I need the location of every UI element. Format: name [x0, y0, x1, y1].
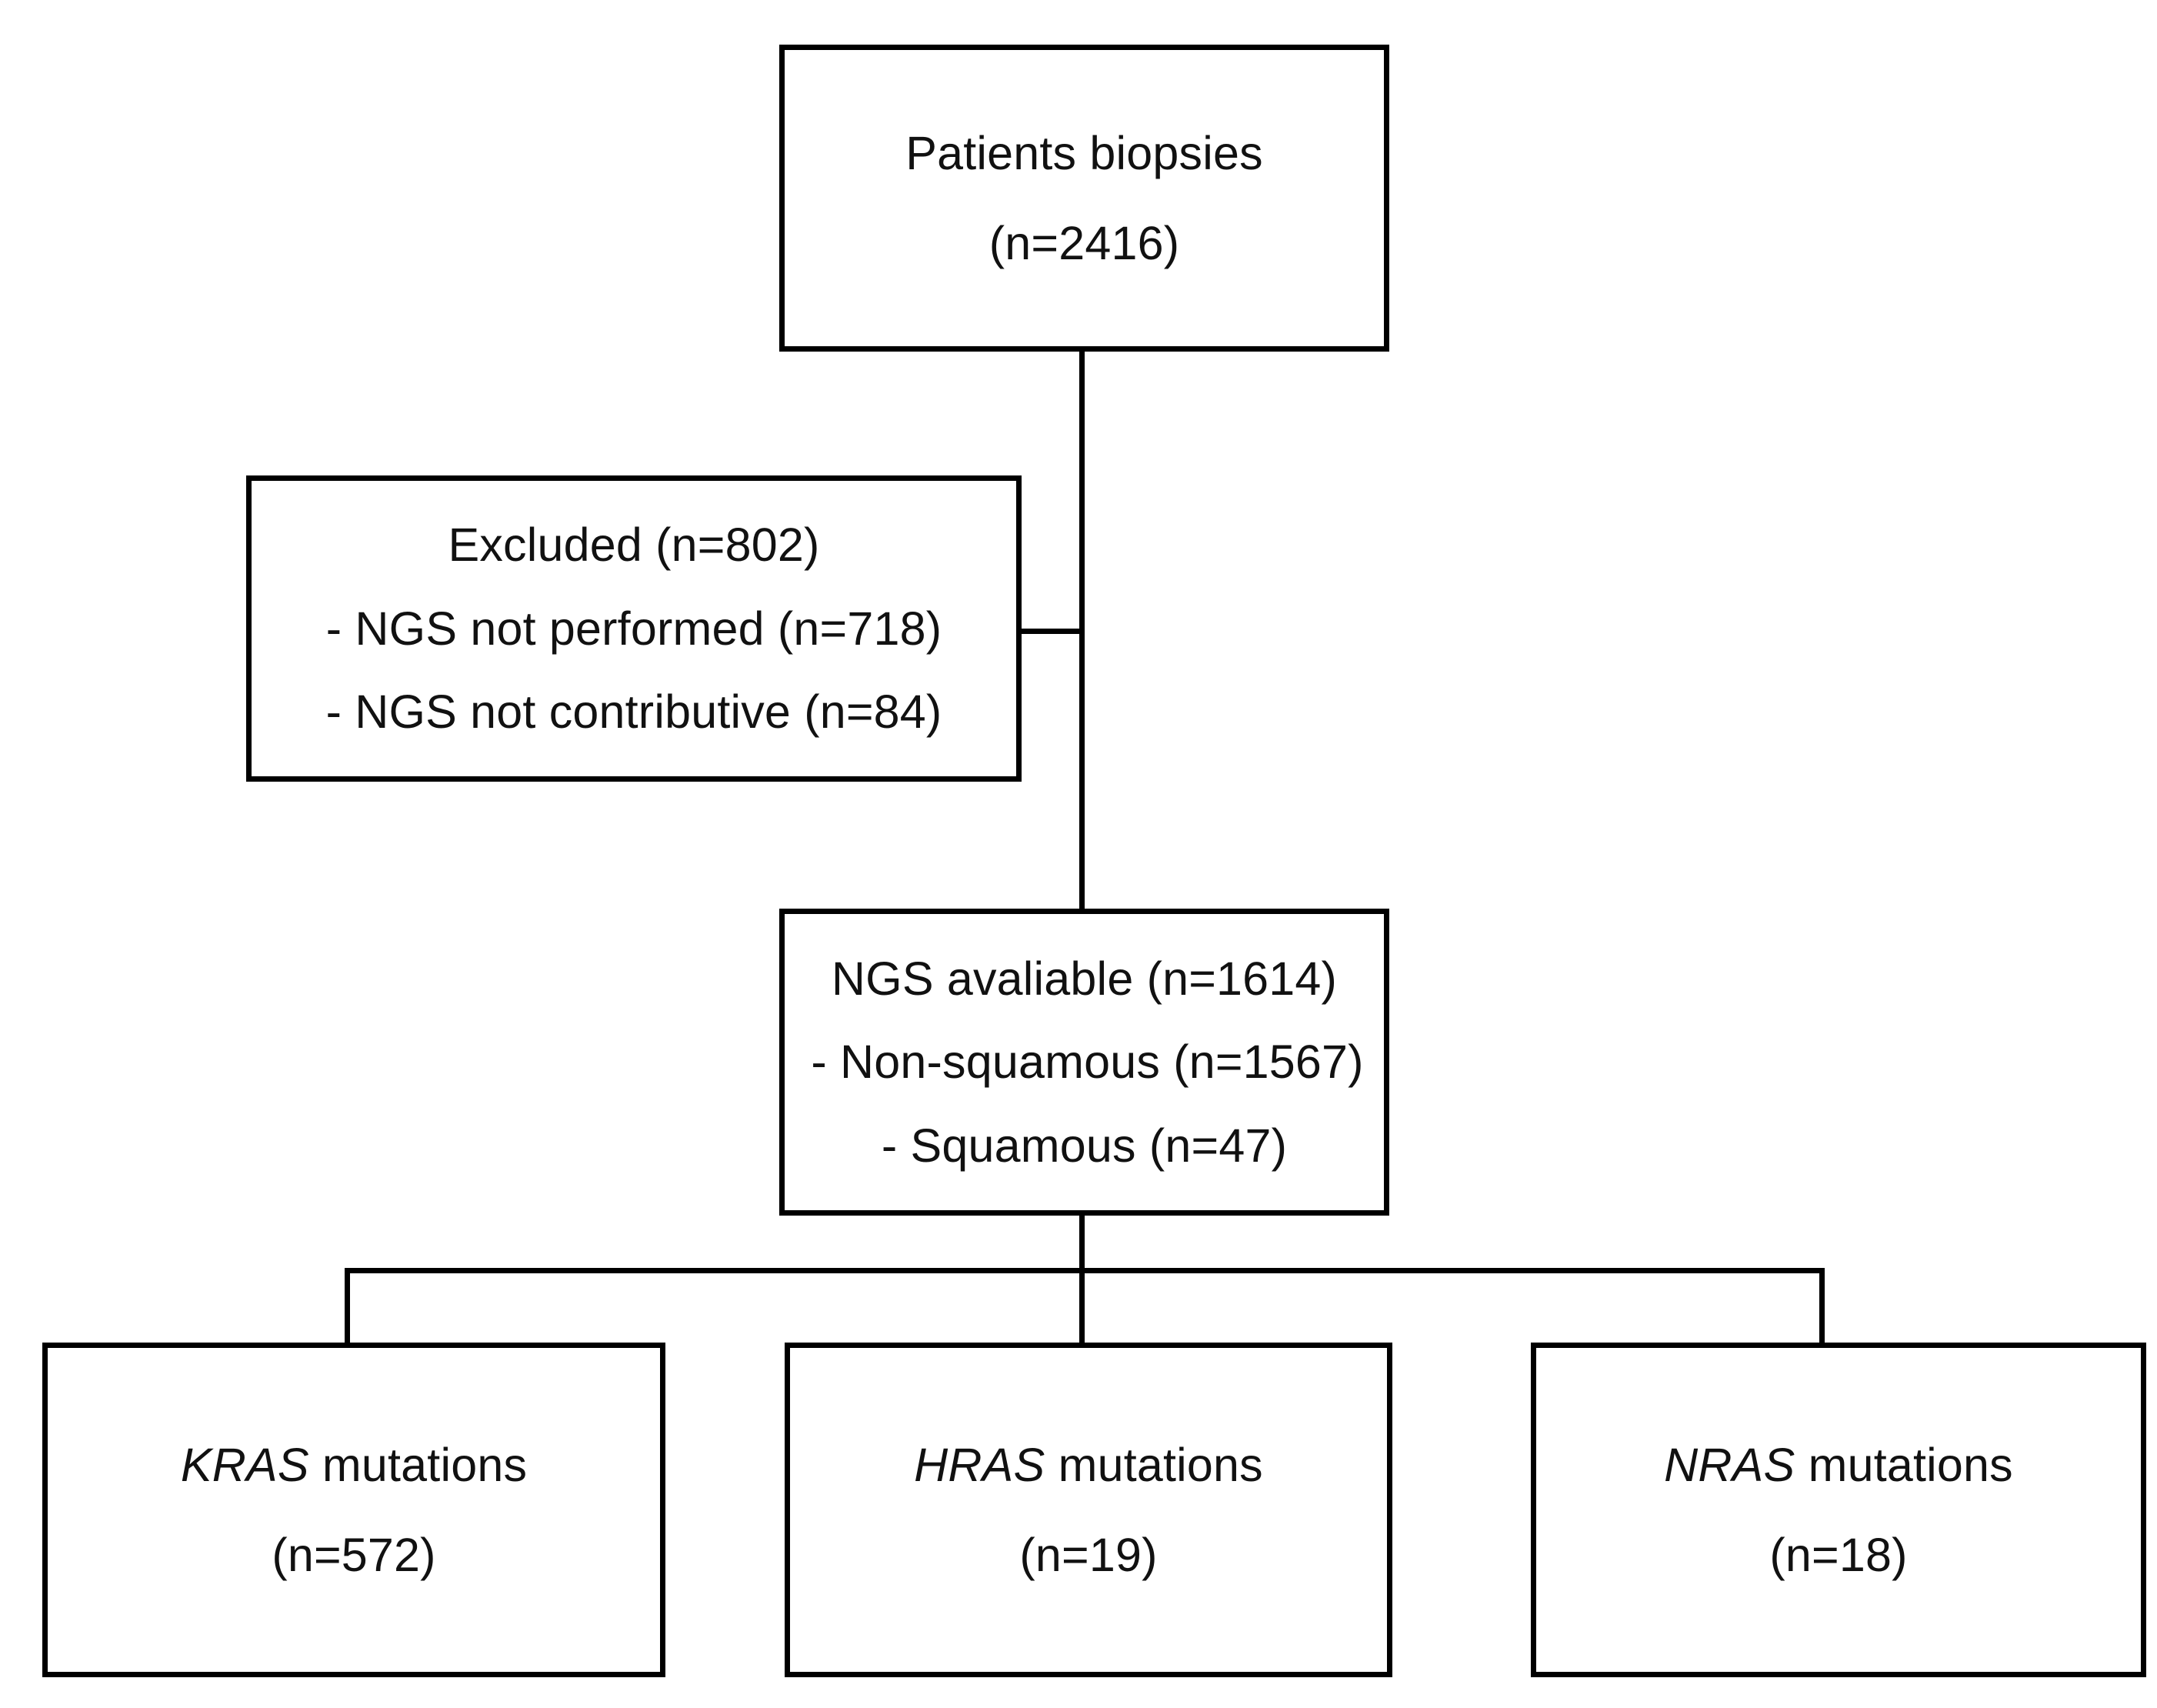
connector-top-to-ngs	[1079, 352, 1085, 909]
kras-gene-name: KRAS	[180, 1438, 309, 1491]
kras-title: KRAS mutations	[181, 1440, 527, 1490]
node-hras-mutations: HRAS mutations (n=19)	[785, 1343, 1392, 1677]
patients-biopsies-title: Patients biopsies	[905, 126, 1263, 179]
node-ngs-available: NGS avaliable (n=1614) - Non-squamous (n…	[779, 909, 1389, 1216]
excluded-ngs-not-performed: - NGS not performed (n=718)	[325, 602, 942, 655]
connector-leg-kras	[345, 1268, 350, 1345]
nras-gene-name: NRAS	[1664, 1438, 1795, 1491]
connector-branch-bar	[345, 1268, 1825, 1273]
ngs-available-title: NGS avaliable (n=1614)	[831, 952, 1338, 1005]
nras-mutations-label: mutations	[1795, 1438, 2013, 1491]
hras-title: HRAS mutations	[914, 1440, 1263, 1490]
connector-leg-nras	[1819, 1268, 1825, 1345]
nras-title: NRAS mutations	[1664, 1440, 2013, 1490]
hras-mutations-label: mutations	[1045, 1438, 1263, 1491]
hras-gene-name: HRAS	[914, 1438, 1045, 1491]
nras-count: (n=18)	[1769, 1528, 1908, 1581]
ngs-non-squamous: - Non-squamous (n=1567)	[811, 1036, 1364, 1089]
ngs-non-squamous-row: - Non-squamous (n=1567)	[785, 1003, 1384, 1087]
node-nras-mutations: NRAS mutations (n=18)	[1531, 1343, 2146, 1677]
node-excluded: Excluded (n=802) - NGS not performed (n=…	[246, 475, 1022, 782]
excluded-ngs-not-contributive: - NGS not contributive (n=84)	[325, 686, 942, 739]
connector-excluded-stub	[1022, 629, 1082, 634]
node-patients-biopsies: Patients biopsies (n=2416)	[779, 45, 1389, 352]
ngs-squamous: - Squamous (n=47)	[881, 1119, 1288, 1172]
kras-count: (n=572)	[272, 1528, 436, 1581]
patients-biopsies-count: (n=2416)	[988, 216, 1180, 269]
kras-mutations-label: mutations	[308, 1438, 528, 1491]
connector-leg-hras	[1079, 1268, 1085, 1345]
excluded-title: Excluded (n=802)	[448, 519, 820, 572]
node-kras-mutations: KRAS mutations (n=572)	[42, 1343, 665, 1677]
hras-count: (n=19)	[1019, 1528, 1158, 1581]
connector-ngs-to-branch	[1079, 1216, 1085, 1273]
